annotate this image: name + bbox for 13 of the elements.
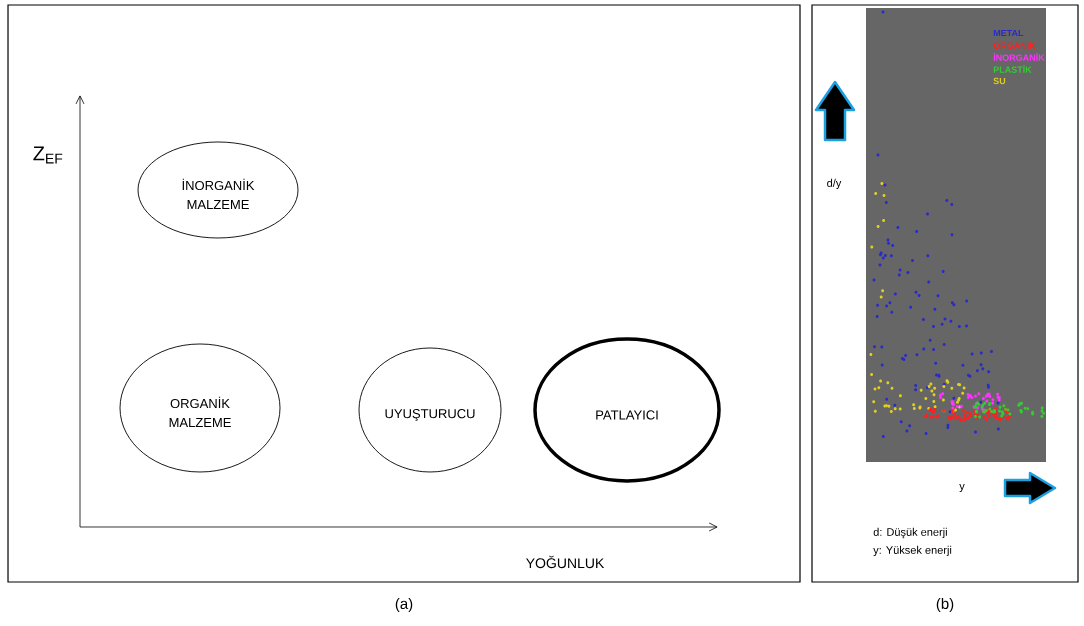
z-axis-label: Z$_{EF}$ [33, 146, 63, 164]
legend-entry: İNORGANİK [993, 53, 1045, 61]
legend-entry: SU [993, 77, 1006, 85]
panel-label: (b) [936, 598, 954, 612]
x-axis-label: YOĞUNLUK [526, 555, 605, 569]
legend-entry: PLASTİK [993, 65, 1032, 73]
panel-label: (a) [395, 598, 413, 612]
key-note: y: Yüksek enerji [873, 545, 952, 557]
key-note: d: Düşük enerji [873, 527, 947, 539]
legend-entry: METAL [993, 29, 1024, 37]
y-axis-label: d/y [827, 178, 842, 190]
x-axis-label: y [959, 483, 965, 493]
legend-entry: ORGANİK [993, 41, 1036, 49]
